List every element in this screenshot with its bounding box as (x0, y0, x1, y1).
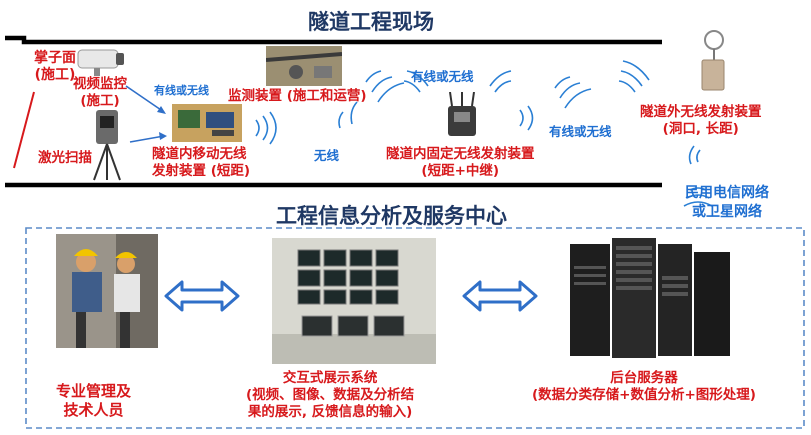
camera-label: 视频监控 (施工) (73, 76, 127, 109)
laser-scan-label: 激光扫描 (38, 150, 92, 166)
center-section-title: 工程信息分析及服务中心 (276, 204, 507, 228)
tunnel-section-title: 隧道工程现场 (308, 10, 434, 34)
fixed-transmitter-image (442, 92, 482, 138)
mobile-transmitter-label: 隧道内移动无线 发射装置 (短距) (152, 146, 251, 179)
center-dashed-border (25, 227, 805, 429)
link-label-outer: 有线或无线 (549, 124, 612, 139)
mobile-transmitter-image (172, 104, 242, 142)
monitoring-device-label: 监测装置 (施工和运营) (228, 88, 367, 104)
fixed-transmitter-label: 隧道内固定无线发射装置 (短距+中继) (386, 146, 535, 179)
staff-photo (56, 234, 158, 348)
link-label-fixed: 有线或无线 (411, 69, 474, 84)
camera-link-arrow (125, 85, 165, 113)
face-label: 掌子面 (施工) (34, 50, 76, 83)
link-label-sensors: 有线或无线 (154, 84, 209, 97)
outer-transmitter-image (694, 30, 734, 92)
monitoring-device-image (266, 46, 342, 86)
double-arrow-right (462, 280, 538, 312)
face-pointer (13, 91, 35, 169)
link-label-wireless: 无线 (314, 148, 340, 163)
network-label: 民用电信网络 或卫星网络 (685, 185, 769, 220)
video-camera-image (72, 44, 128, 78)
staff-label: 专业管理及 技术人员 (56, 382, 132, 419)
display-system-label: 交互式展示系统 (视频、图像、数据及分析结 果的展示, 反馈信息的输入) (246, 370, 415, 420)
laser-link-arrow (129, 135, 165, 143)
display-system-photo (272, 238, 436, 364)
double-arrow-left (164, 280, 240, 312)
wireless-waves (255, 60, 713, 207)
servers-label: 后台服务器 (数据分类存储+数值分析+图形处理) (532, 370, 756, 403)
servers-photo (566, 236, 734, 362)
laser-scanner-image (90, 108, 124, 182)
tunnel-top-wall (5, 35, 662, 45)
outer-transmitter-label: 隧道外无线发射装置 (洞口, 长距) (640, 104, 762, 137)
